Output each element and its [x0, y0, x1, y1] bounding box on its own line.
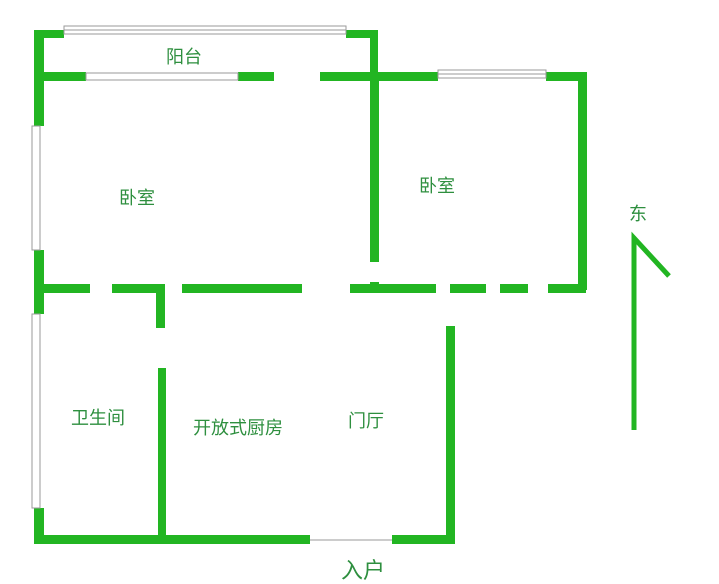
left-wall — [31, 72, 44, 544]
compass-label: 东 — [629, 204, 647, 225]
room-label-bathroom: 卫生间 — [71, 408, 125, 429]
room-label-bedroom-right: 卧室 — [419, 176, 455, 197]
entrance-label: 入户 — [341, 559, 386, 584]
room-label-kitchen: 开放式厨房 — [193, 418, 283, 439]
hall-right-wall — [446, 326, 455, 544]
balcony-walls — [34, 30, 378, 78]
bathroom-partition — [156, 284, 166, 544]
room-label-bedroom-left: 卧室 — [119, 188, 155, 209]
balcony-window — [63, 25, 347, 35]
bedroom-windows — [85, 69, 547, 81]
room-label-foyer: 门厅 — [348, 411, 384, 432]
bottom-wall — [34, 535, 455, 544]
north-arrow-icon — [631, 231, 671, 430]
right-bedroom-walls — [370, 72, 587, 292]
middle-wall — [34, 284, 586, 293]
room-label-balcony: 阳台 — [166, 47, 202, 68]
